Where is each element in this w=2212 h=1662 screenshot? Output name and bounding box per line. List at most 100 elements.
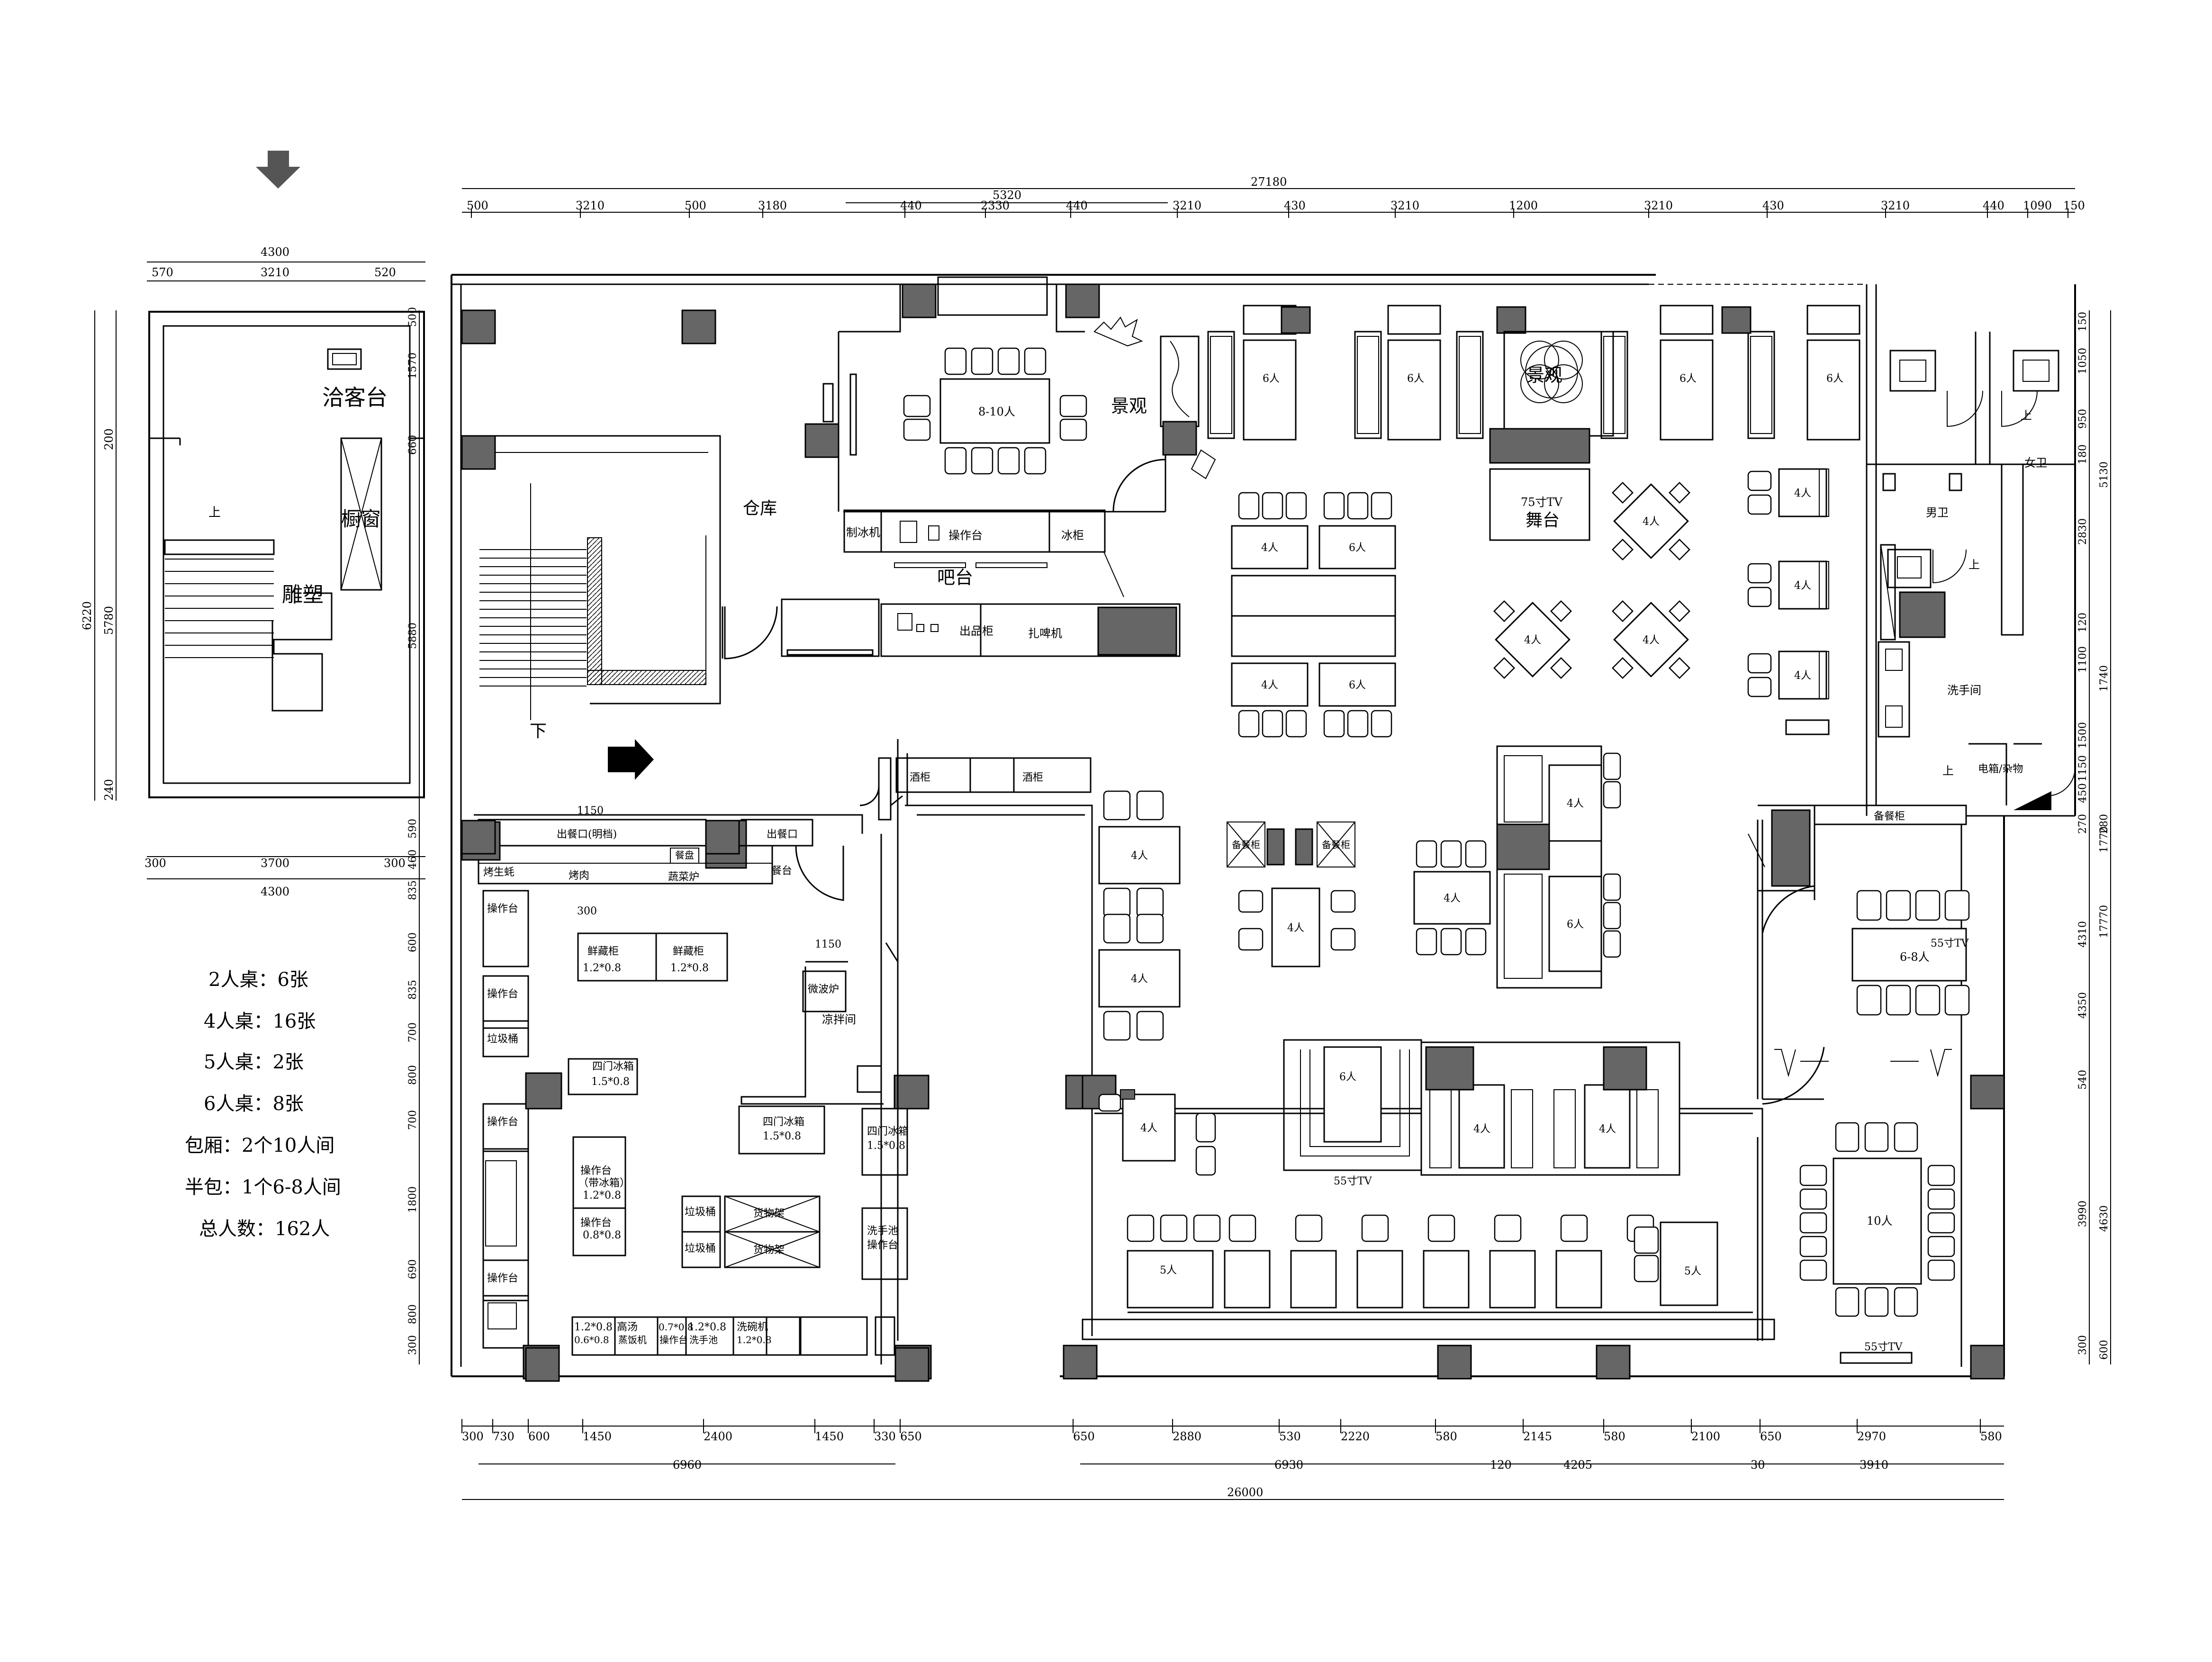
dim-top: 500 <box>467 199 488 212</box>
booth-back <box>1660 305 1714 335</box>
dim-left: 690 <box>407 1259 419 1279</box>
svg-text:（带冰箱）: （带冰箱） <box>578 1177 630 1189</box>
chair-icon <box>903 395 931 417</box>
dim-right: 950 <box>2077 409 2089 429</box>
table-capacity-label: 6人 <box>1826 373 1843 385</box>
dining-table <box>1458 1084 1505 1169</box>
chair-icon <box>1193 1214 1221 1242</box>
chair-icon <box>1098 1093 1121 1112</box>
chair-icon <box>1427 1214 1455 1242</box>
kitchen-counter <box>482 1103 529 1152</box>
dining-table <box>1555 1250 1602 1309</box>
stair-dim-bottom-b: 3700 <box>261 857 289 870</box>
chair-icon <box>1238 890 1264 913</box>
side-cabinet-label: 备餐柜 <box>1232 839 1260 850</box>
kitchen-counter <box>482 890 529 967</box>
chair-icon <box>1238 710 1260 738</box>
women-wc-label: 女卫 <box>2024 456 2047 470</box>
svg-text:1.2*0.8: 1.2*0.8 <box>583 962 621 974</box>
dim-bottom: 650 <box>900 1430 922 1443</box>
chair-icon <box>1799 1236 1827 1257</box>
dim-right: 450 <box>2077 783 2089 803</box>
column-block <box>461 309 496 344</box>
dim-bottom: 580 <box>1604 1430 1625 1443</box>
column-block <box>681 309 716 344</box>
chair-icon <box>1886 890 1911 921</box>
elec-room-label: 电箱/杂物 <box>1978 763 2023 775</box>
dim-bottom: 730 <box>493 1430 515 1443</box>
table-capacity-label: 4人 <box>1794 670 1811 682</box>
kitchen-label: 餐盘 <box>675 849 694 861</box>
svg-text:操作台: 操作台 <box>580 1165 612 1177</box>
svg-text:操作台: 操作台 <box>867 1239 898 1251</box>
dim-right-outer: 600 <box>2098 1340 2110 1360</box>
chair-icon <box>1195 1112 1216 1143</box>
booth-back <box>1387 305 1441 335</box>
table-capacity-label: 4人 <box>1131 850 1148 862</box>
side-cabinet-label: 备餐柜 <box>1874 811 1905 822</box>
chair-icon <box>1238 928 1264 951</box>
kitchen-window-1: 出餐口(明档) <box>557 829 617 840</box>
dining-table <box>1318 525 1396 569</box>
bar-counter: 操作台 <box>948 529 983 542</box>
dim-left: 5880 <box>407 623 419 649</box>
dim-right-outer: 1770 <box>2098 826 2110 853</box>
landscape-label-2: 景观 <box>1526 365 1562 386</box>
chair-icon <box>1465 928 1487 956</box>
chair-icon <box>1371 710 1392 738</box>
dining-table <box>1778 650 1827 700</box>
table-capacity-label: 5人 <box>1684 1265 1701 1277</box>
kitchen-fridge <box>861 1108 908 1176</box>
kitchen-area: 1150 出餐口(明档) 出餐口 烤生蚝烤肉蔬菜炉餐盘餐台操作台操作台垃圾桶操作… <box>461 739 1092 1380</box>
dim-right: 4310 <box>2077 921 2089 948</box>
chair-icon <box>1612 539 1634 560</box>
dim-right-outer: 4630 <box>2098 1205 2110 1232</box>
chair-icon <box>1864 1122 1889 1152</box>
chair-icon <box>1927 1259 1955 1281</box>
booth-table <box>1243 339 1297 441</box>
booth-table <box>1387 339 1441 441</box>
kitchen-counter <box>482 1295 529 1349</box>
chair-icon <box>971 447 993 475</box>
chair-icon <box>1285 492 1307 520</box>
table-capacity-label: 4人 <box>1643 634 1660 646</box>
dim-bottom-2: 6960 <box>673 1458 702 1472</box>
vip-room-1: 8-10人 景观 <box>822 276 1216 513</box>
booth-post <box>1721 306 1752 334</box>
dining-table <box>1231 662 1309 707</box>
chair-icon <box>1330 890 1356 913</box>
wc-up-label-2: 上 <box>1968 558 1980 571</box>
dim-top: 150 <box>2063 199 2085 212</box>
chair-icon <box>1864 1287 1889 1317</box>
kitchen-counter <box>800 1316 868 1356</box>
kitchen-cabinet <box>655 932 728 982</box>
stair-plan: 洽客台 橱窗 雕塑 上 4300 570 3210 520 300 3700 3… <box>81 245 425 898</box>
table-capacity-label: 4人 <box>1599 1123 1616 1135</box>
legend-line-7: 总人数：162人 <box>199 1218 330 1240</box>
kitchen-counter <box>482 1020 529 1057</box>
booth-post <box>1496 306 1526 334</box>
chair-icon <box>1944 985 1970 1016</box>
column-block <box>1063 1345 1098 1380</box>
dining-table <box>1413 871 1491 925</box>
chair-icon <box>1440 928 1462 956</box>
kitchen-dim-1150b: 1150 <box>815 939 841 950</box>
table-capacity-label: 6人 <box>1567 919 1584 930</box>
chair-icon <box>1136 1011 1164 1041</box>
dining-table <box>1778 468 1827 517</box>
kitchen-counter <box>482 1259 529 1301</box>
wall-panel <box>1819 651 1829 699</box>
dim-bottom: 580 <box>1436 1430 1457 1443</box>
chair-icon <box>1856 985 1882 1016</box>
dining-table <box>1548 876 1602 972</box>
chair-icon <box>944 447 967 475</box>
dim-right-outer: 5130 <box>2098 461 2110 488</box>
chair-icon <box>1747 494 1772 515</box>
wall-panel <box>1819 561 1829 609</box>
legend-line-5: 包厢：2个10人间 <box>185 1135 335 1156</box>
chair-icon <box>1835 1122 1860 1152</box>
table-capacity-label: 4人 <box>1567 798 1584 810</box>
reception-label: 洽客台 <box>322 385 388 410</box>
svg-text:鲜藏柜: 鲜藏柜 <box>673 946 704 957</box>
